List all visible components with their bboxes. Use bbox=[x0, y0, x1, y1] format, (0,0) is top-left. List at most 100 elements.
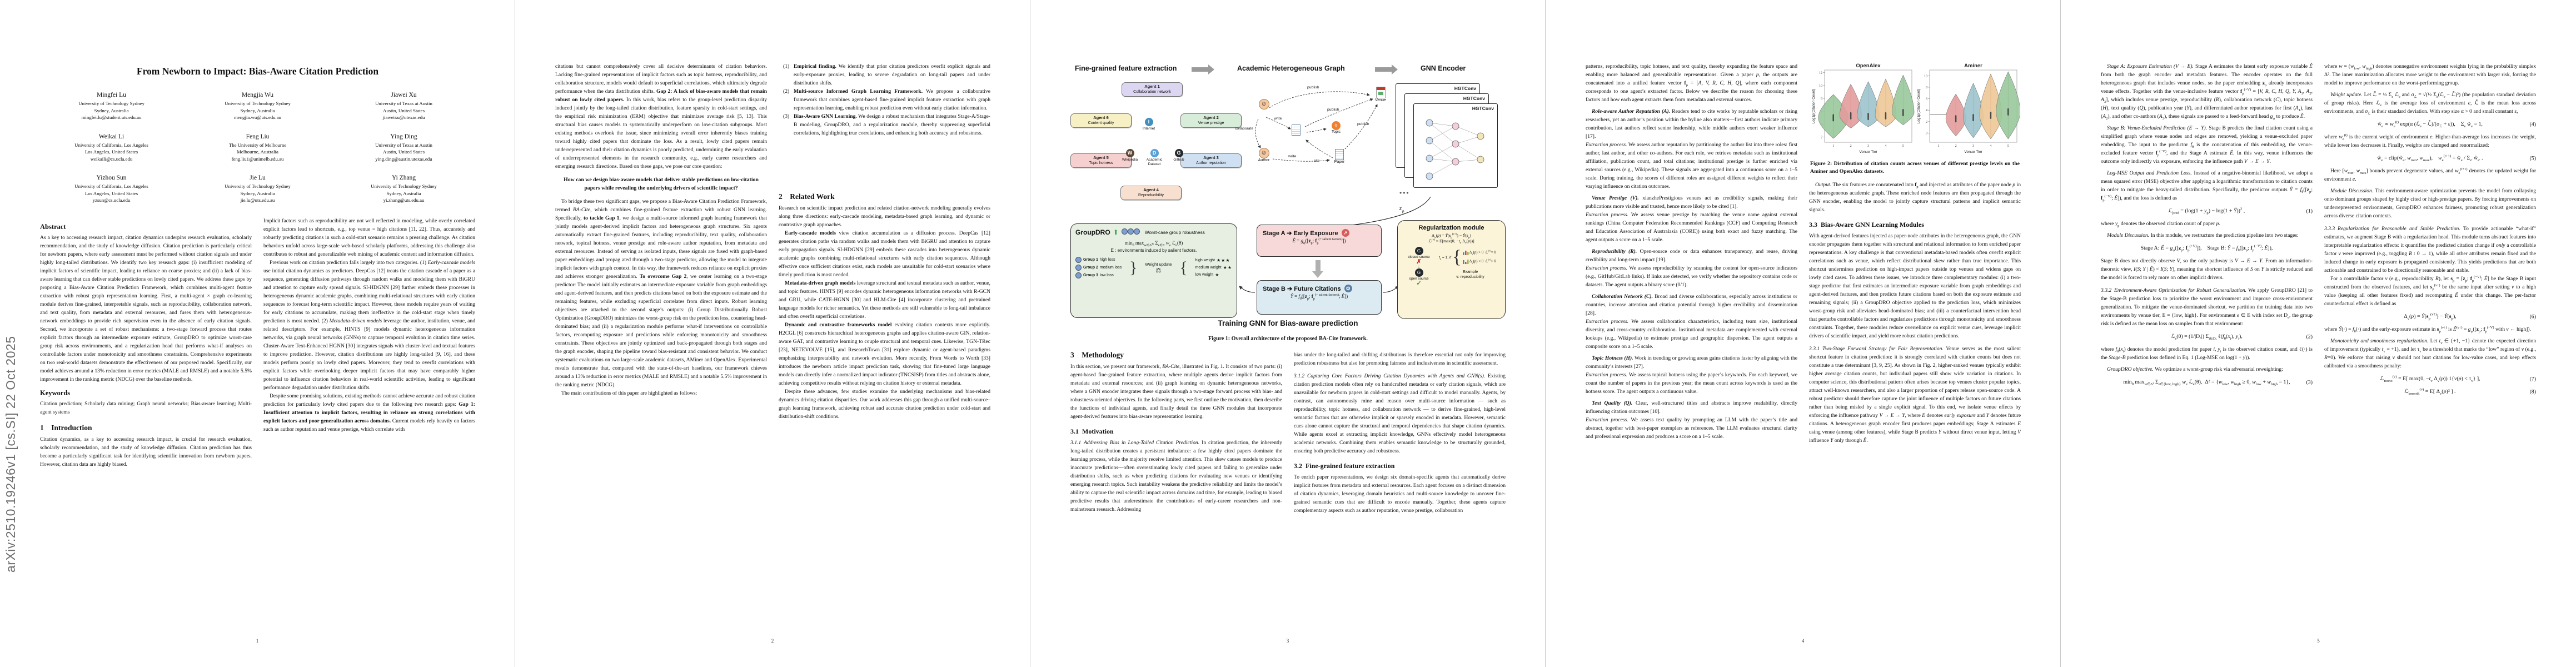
paragraph: 3.1.1 Addressing Bias in Long-Tailed Cit… bbox=[1070, 440, 1282, 512]
author-icon: ☺ bbox=[1258, 148, 1269, 158]
author-email: mingfei.lu@student.uts.edu.au bbox=[81, 115, 142, 120]
author-affiliation: University of Technology Sydney bbox=[225, 183, 291, 189]
paragraph: patterns, reproducibility, topic hotness… bbox=[1586, 63, 1797, 103]
academic-dataset-label: Academic Dataset bbox=[1146, 158, 1163, 166]
agent4-box: Agent 4 Reproducibility bbox=[1120, 186, 1182, 200]
paragraph: Research on scientific impact prediction… bbox=[779, 205, 990, 228]
column-left: citations but cannot comprehensively cov… bbox=[555, 62, 767, 421]
topic-icon: # bbox=[1332, 121, 1341, 130]
check-icon: ✓ bbox=[1416, 280, 1422, 287]
paragraph: Role-aware Author Reputation (A). Reader… bbox=[1586, 108, 1797, 140]
paragraph: Reproducibility (R). Open-source code or… bbox=[1586, 248, 1797, 263]
regularization-title: Regularization module bbox=[1418, 225, 1484, 231]
reg-case-negative-text: Δv(p) < 0 ℒ(v)> 0 bbox=[1469, 258, 1496, 265]
svg-text:2: 2 bbox=[1955, 145, 1956, 148]
paper-icon bbox=[1335, 149, 1344, 160]
right-arrow-icon bbox=[1192, 64, 1214, 74]
gear-icon: ⚙ bbox=[1344, 285, 1352, 292]
svg-text:z: z bbox=[1399, 206, 1402, 212]
reg-example-factor: v: reproducibility bbox=[1456, 275, 1484, 279]
group1-loss: high loss bbox=[1099, 257, 1115, 262]
paragraph: Extraction process. We assess reproducib… bbox=[1586, 265, 1797, 288]
group2-loss: medium loss bbox=[1099, 265, 1122, 270]
author-affiliation: University of Texas at Austin bbox=[375, 101, 432, 106]
paragraph: where fθ(xi) denotes the model predictio… bbox=[2101, 346, 2313, 361]
paragraph: Metadata-driven graph models leverage st… bbox=[779, 280, 990, 320]
paragraph: To bridge these two significant gaps, we… bbox=[555, 198, 767, 388]
agent2-name: Venue prestige bbox=[1198, 121, 1224, 125]
svg-text:Venue Tier: Venue Tier bbox=[1859, 150, 1877, 154]
equation: w̃e ∝ we(t) exp(α (ℒe − ℒ̄)/(σℒ + ε)), Σ… bbox=[2377, 120, 2536, 128]
paragraph: Despite these advances, few studies exam… bbox=[779, 389, 990, 420]
arxiv-watermark: arXiv:2510.19246v1 [cs.SI] 22 Oct 2025 bbox=[3, 336, 18, 573]
venue-label: Venue bbox=[1375, 98, 1386, 102]
paragraph: Venue Prestige (V). xianzhePrestigious v… bbox=[1586, 195, 1797, 210]
list-item: (3)Bias-Aware GNN Learning. We design a … bbox=[783, 113, 990, 136]
database-icon: D bbox=[1150, 149, 1159, 157]
figure2-violin-plots: OpenAlex24681012Log1p(Citation Count)123… bbox=[1809, 62, 2021, 158]
page-1: arXiv:2510.19246v1 [cs.SI] 22 Oct 2025 F… bbox=[0, 0, 515, 667]
down-arrow-icon bbox=[1312, 260, 1323, 278]
agent6-name: Content quality bbox=[1088, 121, 1114, 125]
author-email: mengjia.wu@uts.edu.au bbox=[233, 115, 282, 120]
paragraph: Early-cascade models view citation accum… bbox=[779, 230, 990, 278]
paragraph: As a key to accessing research impact, c… bbox=[40, 234, 252, 382]
paragraph: where we(t) is the current weight of env… bbox=[2324, 133, 2536, 148]
paragraph: Stage B does not directly observe V, so … bbox=[2101, 258, 2313, 281]
paper-title: From Newborn to Impact: Bias-Aware Citat… bbox=[136, 66, 379, 77]
people-icon bbox=[1121, 227, 1140, 237]
svg-text:Log1p(Citation Count): Log1p(Citation Count) bbox=[1812, 89, 1816, 124]
author-affiliation: University of Technology Sydney bbox=[225, 101, 291, 106]
svg-text:p: p bbox=[1402, 209, 1404, 213]
paragraph: Log-MSE Output and Prediction Loss. Inst… bbox=[2101, 170, 2313, 202]
topic-label: Topic bbox=[1331, 130, 1341, 134]
paragraph: Stage B: Venue-Excluded Prediction (E → … bbox=[2101, 125, 2313, 165]
group3-label: Group 3 bbox=[1083, 273, 1098, 277]
star-rating: ★★ bbox=[1223, 265, 1232, 270]
scale-icon: ⚖ bbox=[1155, 267, 1162, 274]
author-city: Los Angeles, United States bbox=[84, 149, 138, 155]
svg-text:8: 8 bbox=[1821, 97, 1822, 101]
equation: ŵe = clip(w̃e, wmin, wmax), we(t+1) = ŵe… bbox=[2377, 154, 2536, 162]
equation: Δv(p) = Ŷ(sp(v↑)) − Ŷ(sp),(6) bbox=[2404, 312, 2536, 321]
section-heading: 1 Introduction bbox=[40, 423, 92, 432]
hgtconv-card-front: HGTConv bbox=[1413, 103, 1498, 188]
author-affiliation: The University of Melbourne bbox=[228, 142, 287, 148]
paper-icon bbox=[1292, 125, 1301, 136]
author-name: Ying Ding bbox=[390, 133, 417, 140]
stage-a-title: Stage A ➔ Early Exposure bbox=[1263, 230, 1338, 237]
subsection-heading: 3.1 Motivation bbox=[1070, 427, 1114, 435]
paragraph: With agent-derived features injected as … bbox=[1809, 233, 2021, 339]
svg-text:Log1p(Citation Count): Log1p(Citation Count) bbox=[1917, 89, 1921, 124]
author-email: yzsun@cs.ucla.edu bbox=[92, 197, 131, 203]
author-email: jie.lu@uts.edu.au bbox=[240, 197, 275, 203]
agent4-name: Reproducibility bbox=[1138, 193, 1164, 197]
group-weight-list: high weight ★★★ medium weight ★★ low wei… bbox=[1195, 256, 1232, 280]
paragraph: Stage A: Exposure Estimation (V → E). St… bbox=[2101, 63, 2313, 121]
fig1-training-label: Training GNN for Bias-aware prediction bbox=[1218, 319, 1358, 327]
academic-dataset-source: D Academic Dataset bbox=[1142, 149, 1167, 166]
paragraph: Extraction process. We assess venue pres… bbox=[1586, 212, 1797, 243]
paragraph: GroupDRO objective. We optimize a worst-… bbox=[2107, 366, 2283, 372]
agent3-box: Agent 3 Author reputation bbox=[1180, 153, 1242, 168]
paragraph: In this section, we present our framewor… bbox=[1070, 364, 1282, 420]
paragraph: Monotonicity and smoothness regularizati… bbox=[2324, 338, 2536, 369]
hgtconv-label: HGTConv bbox=[1472, 106, 1494, 111]
paragraph: Weight update. Let ℒ̄ = ½ Σe ℒe and σℒ =… bbox=[2324, 92, 2536, 116]
edge-label-write: write bbox=[1274, 117, 1282, 121]
equation: ℒsmooth(v) = E[ Δv(p)² ] .(8) bbox=[2404, 387, 2536, 396]
paragraph: Extraction process. We assess text quali… bbox=[1586, 417, 1797, 440]
topic-node: # Topic bbox=[1325, 121, 1347, 135]
list-item: (1)Empirical finding. We identify that p… bbox=[783, 63, 990, 86]
agent3-label: Agent 3 bbox=[1203, 155, 1219, 160]
low-weight-label: low weight bbox=[1195, 272, 1214, 277]
paragraph: 3.1.2 Capturing Core Factors Driving Cit… bbox=[1294, 373, 1506, 454]
author-name: Weikai Li bbox=[98, 133, 124, 140]
edge-label-write: write bbox=[1288, 155, 1297, 158]
figure1-caption: Figure 1: Overall architecture of the pr… bbox=[1208, 336, 1368, 342]
author-icon: ☺ bbox=[1258, 99, 1269, 109]
